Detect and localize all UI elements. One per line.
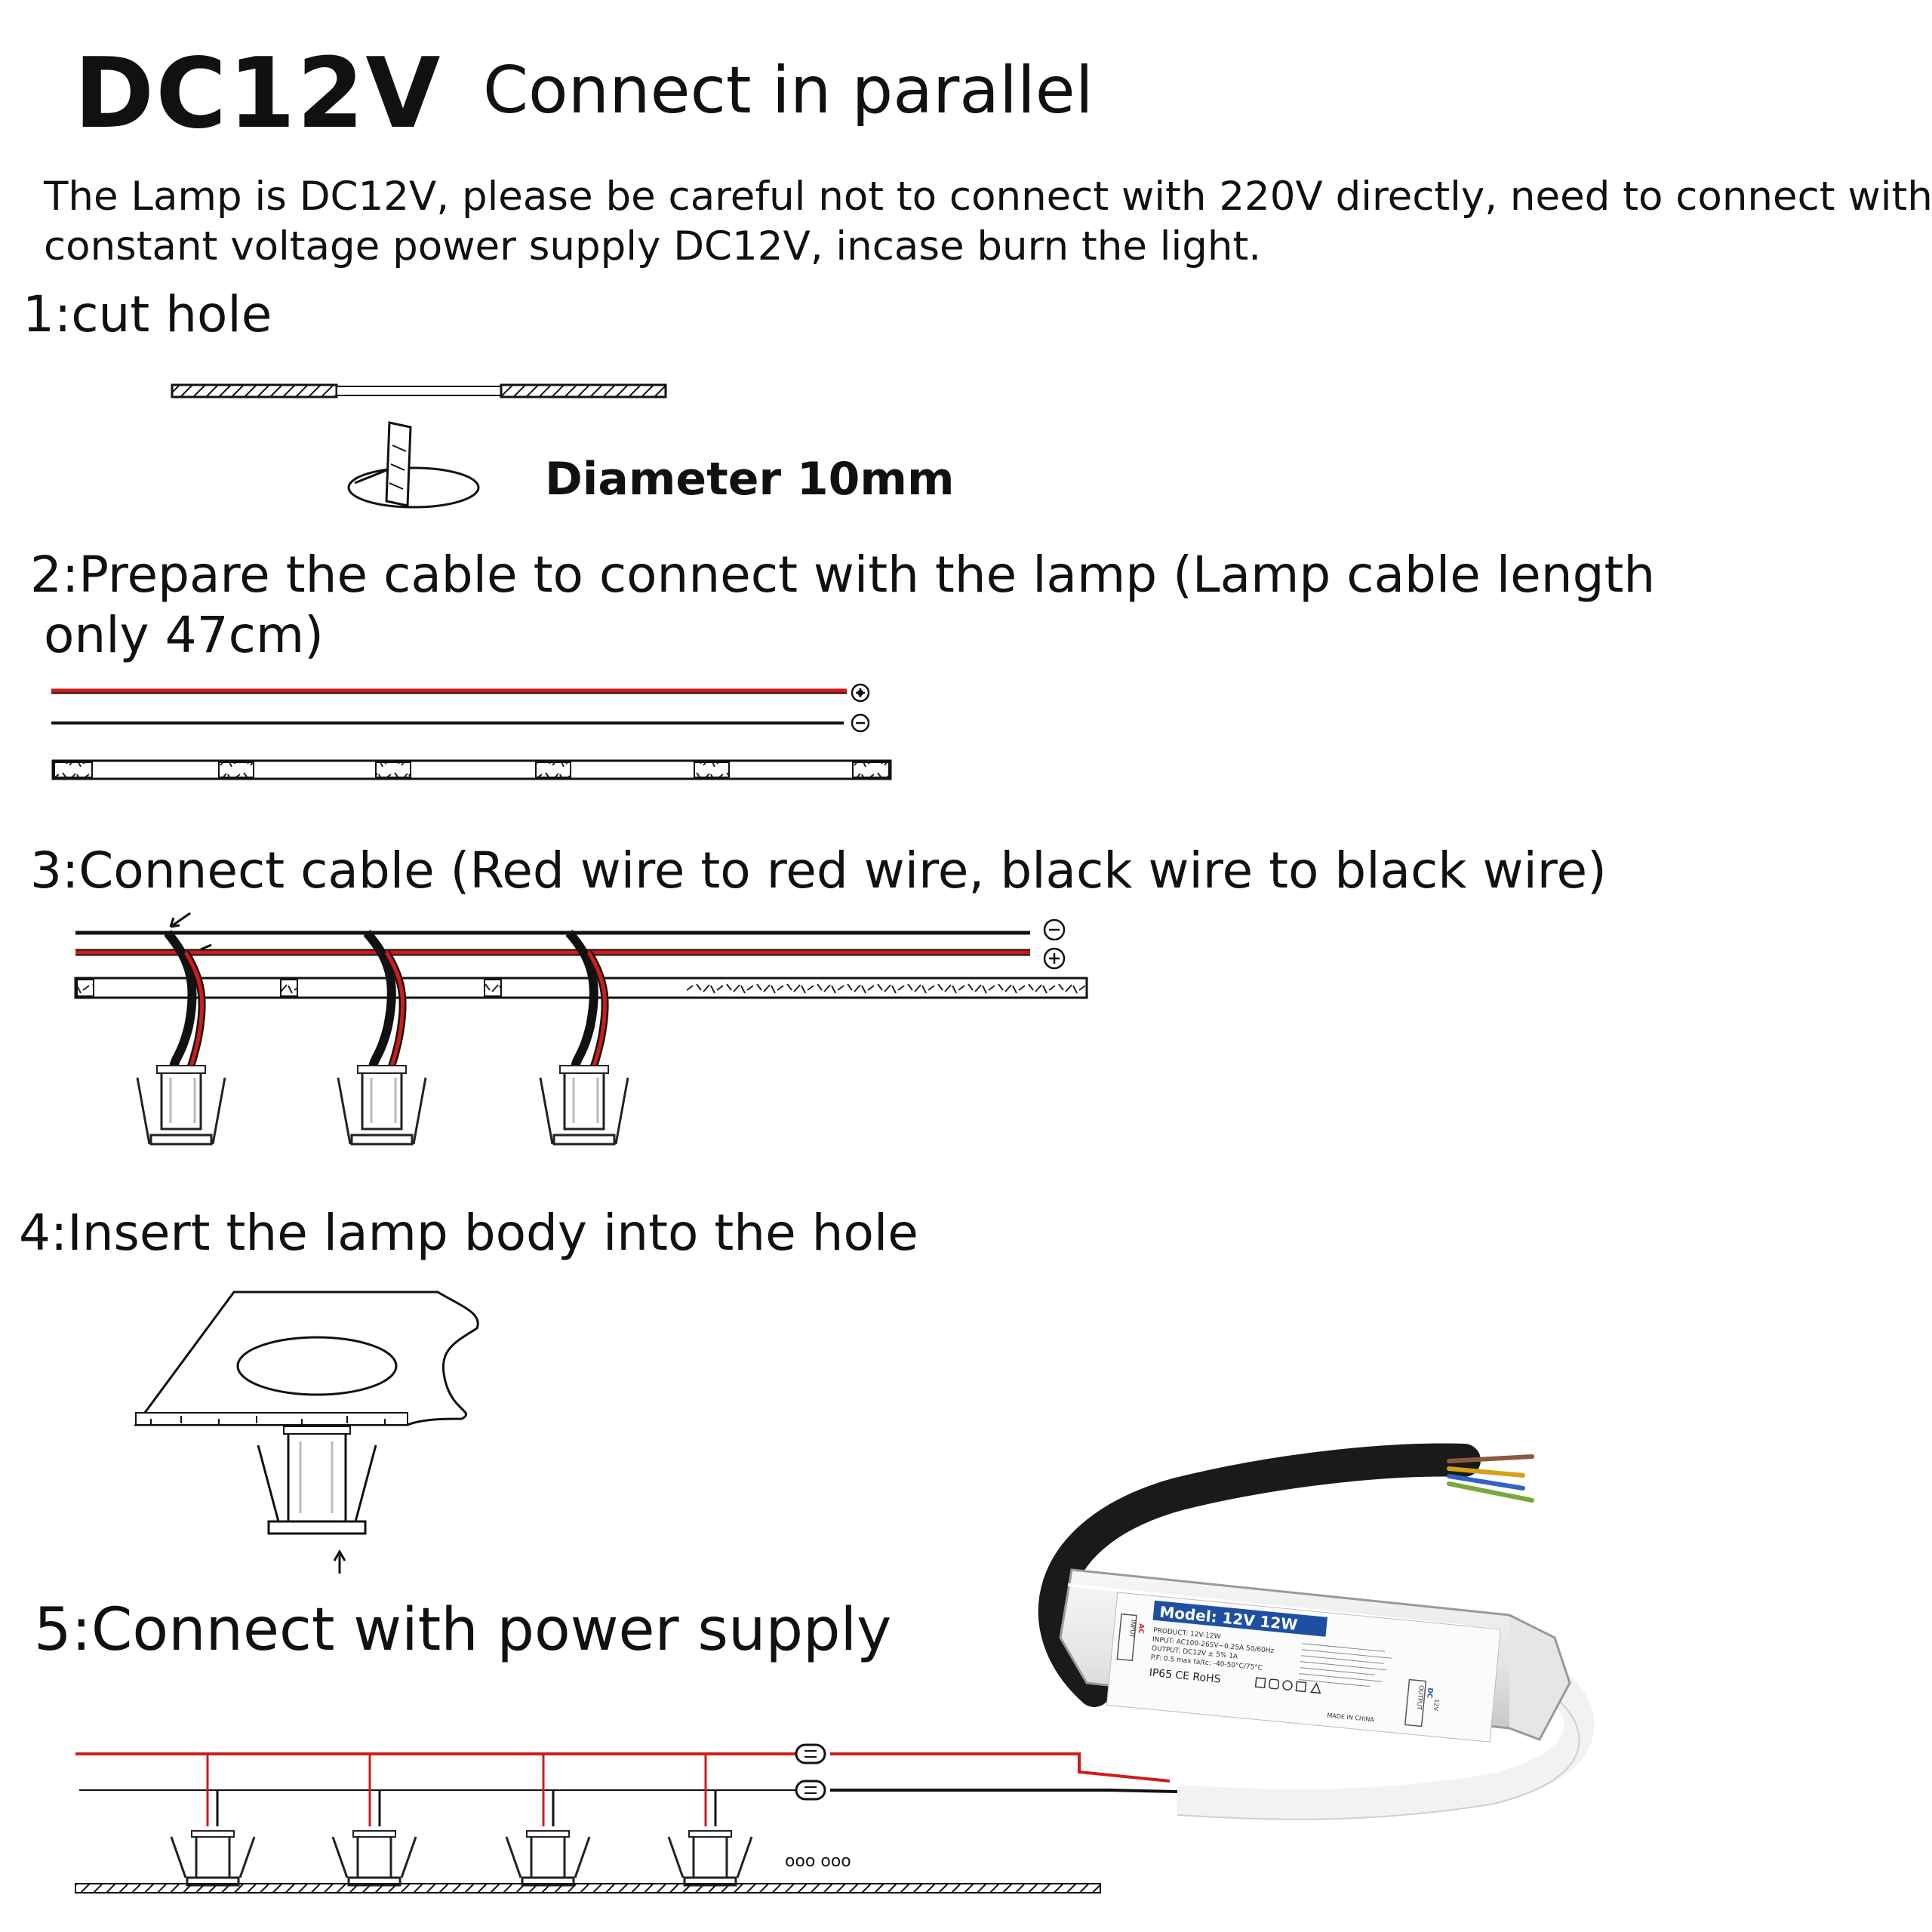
svg-text:OUTPUT: OUTPUT: [1416, 1685, 1425, 1710]
svg-text:INPUT: INPUT: [1128, 1620, 1137, 1638]
model-banner: [1152, 1600, 1327, 1637]
ps-label: Model: 12V 12W PRODUCT: 12V-12W INPUT: A…: [1106, 1592, 1501, 1743]
step-1-heading: 1:cut hole: [23, 285, 272, 343]
ps-input-tag: INPUT AC: [1116, 1613, 1145, 1662]
cut-hole-diagram: [171, 383, 667, 509]
ps-output-tag: OUTPUT DC 12V: [1404, 1678, 1441, 1727]
continuation-dots: ooo ooo: [785, 1852, 851, 1871]
negative-terminal-icon-2: [1043, 918, 1066, 941]
ps-fine-print: [1298, 1643, 1392, 1687]
strip-texture: [687, 980, 1085, 996]
lamp-body: [257, 1426, 377, 1535]
power-supply-unit: Model: 12V 12W PRODUCT: 12V-12W INPUT: A…: [1038, 1443, 1595, 1820]
board-right: [500, 383, 667, 398]
lamp-drop-1: [136, 930, 226, 1146]
connect-cable-diagram: [74, 912, 1088, 1146]
connector-black: [795, 1780, 826, 1801]
output-cable: [1176, 1631, 1595, 1820]
arrow-icon: [169, 912, 212, 951]
warning-text: The Lamp is DC12V, please be careful not…: [44, 172, 1932, 272]
lamp-drop-3: [539, 930, 629, 1146]
drill-bit-icon: [347, 421, 480, 509]
step-2-line-1: 2:Prepare the cable to connect with the …: [30, 546, 1656, 604]
svg-text:DC: DC: [1425, 1687, 1433, 1699]
lamp-drop-2: [337, 930, 427, 1146]
step-3-heading: 3:Connect cable (Red wire to red wire, b…: [30, 841, 1607, 900]
svg-text:12V: 12V: [1432, 1699, 1441, 1712]
negative-terminal-icon: [851, 713, 870, 733]
lamp-5d: [667, 1829, 753, 1887]
subtitle: Connect in parallel: [483, 53, 1094, 128]
lamp-5c: [505, 1829, 591, 1887]
mounting-strip: [51, 759, 892, 780]
board-left: [171, 383, 338, 398]
ps-compliance-icons: [1254, 1677, 1321, 1694]
lamp-5b: [331, 1829, 417, 1887]
board-hole: [236, 1336, 398, 1396]
step-2-line-2: only 47cm): [44, 606, 324, 664]
supply-red-lead: [830, 1752, 1171, 1783]
input-cable: [1038, 1443, 1481, 1707]
insert-lamp-diagram: [134, 1291, 479, 1574]
input-wire-ends: [1447, 1454, 1534, 1503]
supply-black-lead: [830, 1789, 1178, 1793]
step-2-heading: 2:Prepare the cable to connect with the …: [30, 545, 1655, 666]
positive-terminal-icon-2: [1043, 947, 1066, 970]
step-5-heading: 5:Connect with power supply: [34, 1596, 892, 1664]
board-hole-gap: [336, 386, 502, 396]
strip-joints-3: [76, 979, 502, 997]
board-edge: [135, 1412, 408, 1426]
cable-prep-diagram: [51, 683, 892, 780]
connector-red: [795, 1743, 826, 1764]
main-title: DC12V: [74, 38, 442, 150]
power-supply-diagram: ooo ooo Model: 12V 12W: [75, 1443, 1595, 1894]
strip-joints: [54, 761, 890, 778]
diameter-label: Diameter 10mm: [545, 453, 955, 506]
lamp-drops: [206, 1754, 717, 1826]
step-4-heading: 4:Insert the lamp body into the hole: [19, 1204, 918, 1262]
warning-line-2: constant voltage power supply DC12V, inc…: [44, 223, 1262, 269]
svg-text:AC: AC: [1137, 1623, 1145, 1635]
lamp-5a: [170, 1829, 256, 1887]
floor-board: [75, 1883, 1101, 1894]
warning-line-1: The Lamp is DC12V, please be careful not…: [44, 174, 1932, 220]
positive-terminal-icon: [851, 683, 870, 703]
up-arrow-icon: [333, 1549, 346, 1574]
